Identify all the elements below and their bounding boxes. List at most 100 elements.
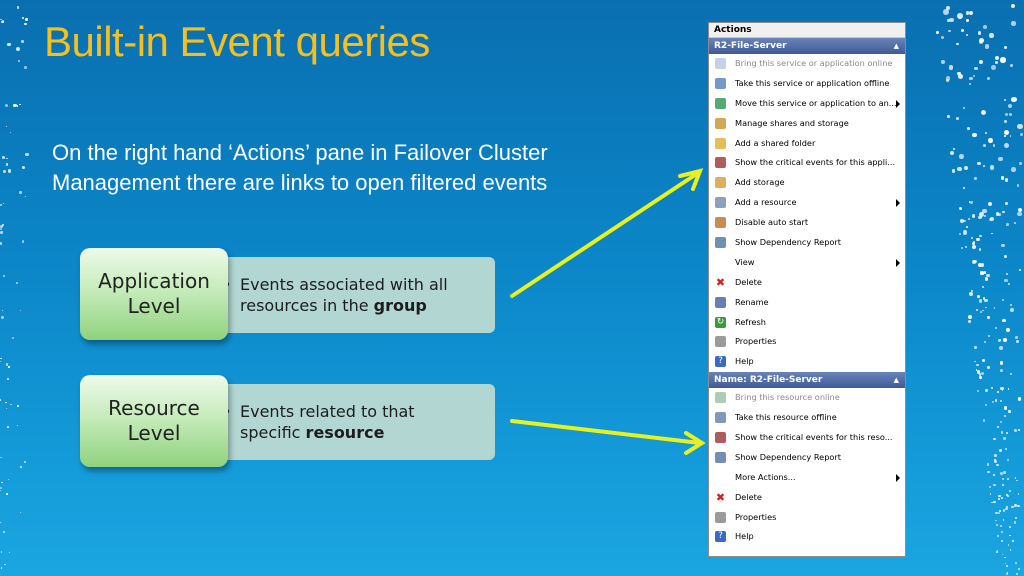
decorative-dot	[1008, 489, 1012, 493]
decorative-dot	[999, 420, 1002, 424]
action-item[interactable]: Add storage	[709, 173, 905, 193]
action-item[interactable]: Show the critical events for this reso..…	[709, 428, 905, 448]
decorative-dot	[982, 358, 986, 362]
decorative-dot	[988, 201, 993, 206]
decorative-dot	[1018, 208, 1023, 213]
decorative-dot	[1000, 57, 1006, 63]
action-item[interactable]: Rename	[709, 293, 905, 313]
action-item-label: Help	[735, 531, 754, 542]
decorative-dot	[1006, 573, 1008, 576]
action-item[interactable]: Properties	[709, 332, 905, 352]
resource-level-name-1: Resource	[108, 396, 200, 420]
decorative-dot	[983, 214, 987, 217]
decorative-dot	[1004, 255, 1008, 258]
decorative-dot	[991, 387, 994, 390]
resource-desc-bold: resource	[305, 423, 385, 442]
decorative-dot	[7, 169, 12, 173]
application-desc-line-1: Events associated with all	[240, 275, 448, 294]
events-icon	[715, 432, 726, 444]
decorative-dot	[13, 103, 17, 108]
decorative-dot	[1009, 303, 1012, 306]
action-item[interactable]: Show Dependency Report	[709, 233, 905, 253]
decorative-dot	[985, 131, 988, 134]
action-item-label: Add a resource	[735, 197, 797, 208]
decorative-dot	[989, 165, 995, 170]
section-header-0[interactable]: R2-File-Server ▲	[709, 38, 905, 54]
collapse-icon[interactable]: ▲	[893, 376, 899, 385]
help-icon: ?	[715, 531, 726, 543]
action-item[interactable]: Take this resource offline	[709, 408, 905, 428]
action-item-label: Show the critical events for this reso..…	[735, 432, 893, 443]
action-item[interactable]: More Actions...	[709, 468, 905, 488]
decorative-dot	[1004, 112, 1008, 117]
decorative-dot	[1014, 477, 1017, 480]
decorative-dot	[15, 47, 20, 52]
action-item-label: Add a shared folder	[735, 137, 816, 148]
decorative-dot	[999, 400, 1002, 403]
decorative-dot	[983, 271, 987, 274]
action-item[interactable]: Bring this service or application online	[709, 54, 905, 74]
decorative-dot	[978, 234, 982, 238]
decorative-dot	[1017, 493, 1020, 495]
decorative-dot	[958, 233, 961, 236]
resource-desc-line-2: specific	[240, 423, 306, 442]
decorative-dot	[1010, 3, 1015, 8]
action-item[interactable]: Take this service or application offline	[709, 74, 905, 94]
decorative-dot	[982, 286, 985, 289]
delete-icon: ✖	[715, 275, 726, 289]
decorative-dot	[17, 405, 19, 407]
action-item[interactable]: Disable auto start	[709, 213, 905, 233]
decorative-dot	[976, 308, 979, 311]
action-item[interactable]: Add a resource	[709, 193, 905, 213]
decorative-dot	[1001, 483, 1004, 486]
decorative-dot	[1001, 243, 1005, 248]
decorative-dot	[978, 248, 981, 251]
decorative-dot	[0, 521, 2, 523]
action-item[interactable]: ✖Delete	[709, 273, 905, 293]
decorative-dot	[0, 203, 3, 206]
decorative-dot	[1, 21, 4, 24]
decorative-dot	[1004, 99, 1006, 101]
decorative-dot	[983, 340, 986, 343]
section-header-1[interactable]: Name: R2-File-Server▲	[709, 372, 905, 389]
decorative-dot	[1004, 556, 1007, 559]
decorative-dot	[1009, 135, 1012, 137]
decorative-dot	[1006, 223, 1009, 226]
decorative-dot	[946, 76, 951, 81]
decorative-dot	[1011, 21, 1016, 26]
decorative-dot	[1005, 564, 1008, 568]
action-item[interactable]: ?Help	[709, 352, 905, 372]
decorative-dot	[946, 78, 950, 82]
decorative-dot	[1004, 178, 1009, 182]
decorative-dot	[0, 456, 2, 459]
decorative-dot	[978, 299, 983, 304]
action-item[interactable]: Show Dependency Report	[709, 448, 905, 468]
action-item[interactable]: Manage shares and storage	[709, 114, 905, 134]
decorative-dot	[982, 419, 985, 422]
action-item[interactable]: Move this service or application to an..…	[709, 94, 905, 114]
action-item[interactable]: ✖Delete	[709, 488, 905, 508]
decorative-dot	[19, 103, 21, 105]
decorative-dot	[1018, 397, 1022, 401]
decorative-dot	[5, 408, 7, 410]
action-item[interactable]: ↻Refresh	[709, 313, 905, 333]
decorative-dot	[987, 334, 990, 337]
decorative-dot	[1003, 437, 1006, 441]
section-header-label: R2-File-Server	[714, 41, 787, 51]
decorative-dot	[1007, 387, 1010, 390]
action-item[interactable]: Add a shared folder	[709, 134, 905, 154]
application-level-name-2: Level	[127, 294, 181, 318]
resource-level-description: • Events related to that specific resour…	[212, 384, 495, 460]
action-item[interactable]: Bring this resource online	[709, 388, 905, 408]
decorative-dot	[1009, 372, 1013, 376]
action-item[interactable]: ? Help	[709, 527, 905, 547]
decorative-dot	[21, 40, 25, 44]
action-item[interactable]: View	[709, 253, 905, 273]
action-item[interactable]: Properties	[709, 508, 905, 528]
collapse-icon[interactable]: ▲	[893, 42, 899, 50]
decorative-dot	[991, 232, 993, 235]
decorative-dot	[972, 259, 977, 264]
decorative-dot	[989, 33, 994, 38]
action-item[interactable]: Show the critical events for this appli.…	[709, 153, 905, 173]
decorative-dot	[7, 426, 9, 428]
